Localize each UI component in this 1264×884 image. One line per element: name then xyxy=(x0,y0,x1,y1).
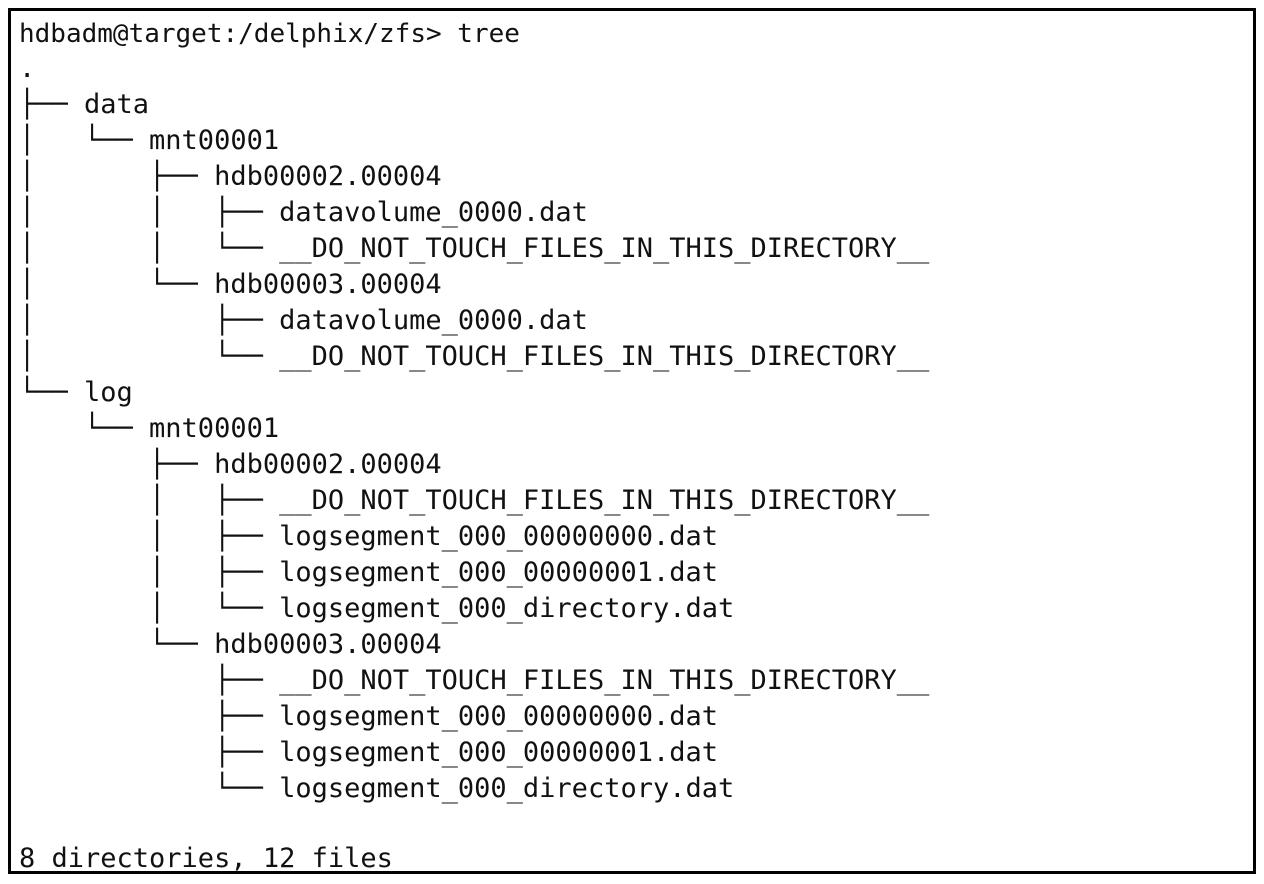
tree-line: ├── __DO_NOT_TOUCH_FILES_IN_THIS_DIRECTO… xyxy=(19,665,930,696)
terminal-window: hdbadm@target:/delphix/zfs> tree . ├── d… xyxy=(8,8,1256,874)
tree-line: ├── logsegment_000_00000000.dat xyxy=(19,701,718,732)
tree-line: └── mnt00001 xyxy=(19,413,280,444)
tree-line: └── logsegment_000_directory.dat xyxy=(19,773,735,804)
tree-line: ├── logsegment_000_00000001.dat xyxy=(19,737,718,768)
tree-line: │ └── hdb00003.00004 xyxy=(19,269,442,300)
tree-line: │ │ └── __DO_NOT_TOUCH_FILES_IN_THIS_DIR… xyxy=(19,233,930,264)
tree-line: │ └── logsegment_000_directory.dat xyxy=(19,593,735,624)
tree-line: ├── hdb00002.00004 xyxy=(19,449,442,480)
tree-line: │ └── mnt00001 xyxy=(19,125,280,156)
tree-line: │ │ ├── datavolume_0000.dat xyxy=(19,197,588,228)
tree-line: . xyxy=(19,53,36,84)
tree-line: └── log xyxy=(19,377,133,408)
tree-line: │ ├── logsegment_000_00000001.dat xyxy=(19,557,718,588)
blank-line xyxy=(19,807,1253,841)
tree-line: │ ├── __DO_NOT_TOUCH_FILES_IN_THIS_DIREC… xyxy=(19,485,930,516)
tree-output: . ├── data │ └── mnt00001 │ ├── hdb00002… xyxy=(19,51,1253,807)
tree-summary: 8 directories, 12 files xyxy=(19,843,393,874)
tree-line: ├── data xyxy=(19,89,150,120)
tree-line: │ ├── logsegment_000_00000000.dat xyxy=(19,521,718,552)
tree-line: │ ├── hdb00002.00004 xyxy=(19,161,442,192)
tree-line: │ ├── datavolume_0000.dat xyxy=(19,305,588,336)
terminal-prompt-line: hdbadm@target:/delphix/zfs> tree xyxy=(19,19,520,49)
tree-line: │ └── __DO_NOT_TOUCH_FILES_IN_THIS_DIREC… xyxy=(19,341,930,372)
terminal-output-area[interactable]: hdbadm@target:/delphix/zfs> tree . ├── d… xyxy=(11,11,1253,871)
tree-line: └── hdb00003.00004 xyxy=(19,629,442,660)
